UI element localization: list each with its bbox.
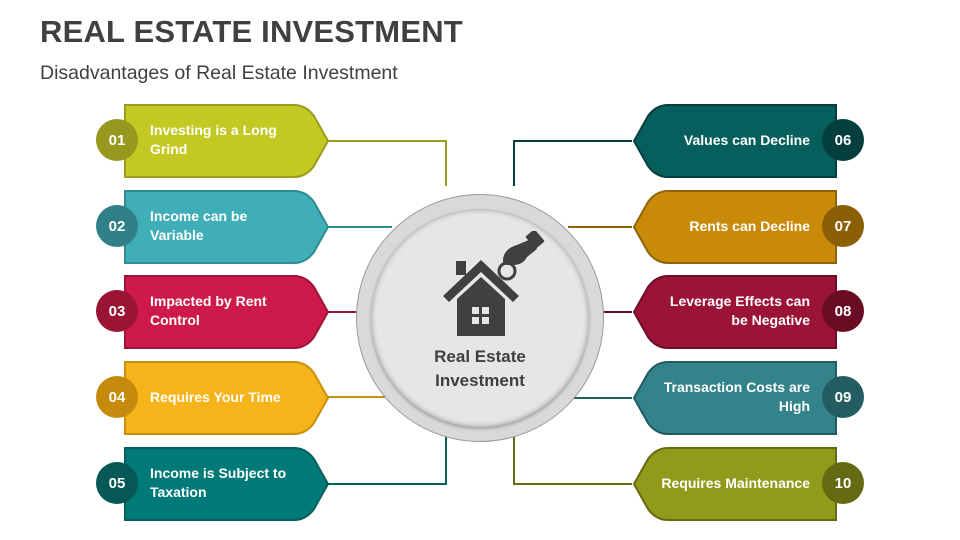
item-number-badge: 02: [96, 205, 138, 247]
center-hub-label-line1: Real Estate: [434, 347, 526, 366]
item-number-badge: 04: [96, 376, 138, 418]
card-shape: [632, 275, 837, 349]
card-shape: [124, 190, 330, 264]
connector-01: [328, 140, 447, 186]
item-text: Impacted by Rent Control: [150, 293, 267, 328]
item-number-badge: 07: [822, 205, 864, 247]
item-text: Requires Your Time: [150, 388, 281, 405]
item-number-badge: 01: [96, 119, 138, 161]
item-card-10[interactable]: 10 Requires Maintenance: [632, 447, 864, 521]
center-hub: Real Estate Investment: [356, 194, 604, 442]
item-number-badge: 03: [96, 290, 138, 332]
item-number-badge: 08: [822, 290, 864, 332]
item-text: Rents can Decline: [689, 217, 810, 234]
card-shape: [632, 447, 837, 521]
item-card-04[interactable]: 04 Requires Your Time: [96, 361, 330, 435]
connector-06: [513, 140, 632, 186]
card-shape: [124, 447, 330, 521]
card-shape: [632, 361, 837, 435]
house-with-hand-holding-key-icon: [443, 231, 545, 336]
item-number-badge: 09: [822, 376, 864, 418]
item-number-badge: 06: [822, 119, 864, 161]
item-text: Income is Subject to Taxation: [150, 465, 287, 500]
item-text: Requires Maintenance: [661, 474, 810, 491]
item-text: Income can be Variable: [150, 208, 248, 243]
item-card-05[interactable]: 05 Income is Subject to Taxation: [96, 447, 330, 521]
connector-10: [513, 424, 632, 485]
item-number-badge: 05: [96, 462, 138, 504]
item-card-07[interactable]: 07 Rents can Decline: [632, 190, 864, 264]
item-card-03[interactable]: 03 Impacted by Rent Control: [96, 275, 330, 349]
item-card-06[interactable]: 06 Values can Decline: [632, 104, 864, 178]
connector-05: [328, 424, 447, 485]
item-text: Values can Decline: [683, 131, 810, 148]
item-card-02[interactable]: 02 Income can be Variable: [96, 190, 330, 264]
card-shape: [124, 104, 330, 178]
item-number-badge: 10: [822, 462, 864, 504]
item-text: Investing is a Long Grind: [150, 122, 277, 157]
item-card-09[interactable]: 09 Transaction Costs are High: [632, 361, 864, 435]
item-text: Transaction Costs are High: [663, 379, 810, 414]
item-text: Leverage Effects can be Negative: [669, 293, 810, 328]
page-title: REAL ESTATE INVESTMENT: [40, 14, 463, 49]
card-shape: [632, 190, 837, 264]
card-shape: [632, 104, 837, 178]
page-subtitle: Disadvantages of Real Estate Investment: [40, 62, 398, 84]
center-hub-label-line2: Investment: [435, 371, 525, 390]
center-hub-inner: Real Estate Investment: [371, 209, 589, 427]
item-card-08[interactable]: 08 Leverage Effects can be Negative: [632, 275, 864, 349]
card-shape: [124, 361, 330, 435]
center-hub-label: Real Estate Investment: [371, 345, 589, 393]
card-shape: [124, 275, 330, 349]
item-card-01[interactable]: 01 Investing is a Long Grind: [96, 104, 330, 178]
